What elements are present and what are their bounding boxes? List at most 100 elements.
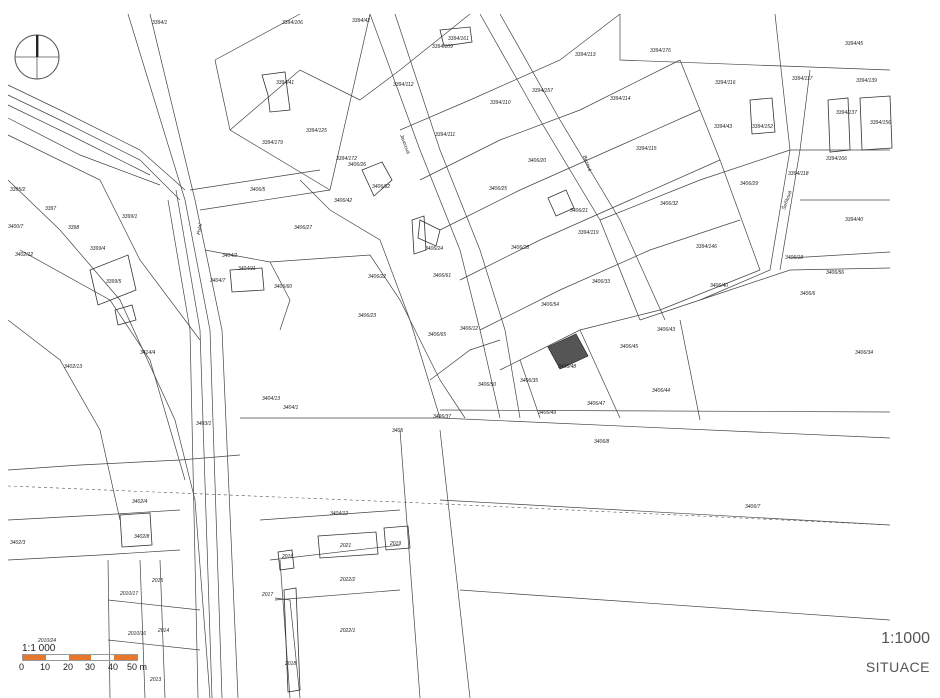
parcel-number-label: 3394/152	[752, 124, 773, 130]
parcel-number-label: 3394/146	[696, 244, 717, 250]
parcel-number-label: 3399/1	[122, 214, 138, 220]
highlighted-building[interactable]	[547, 333, 589, 370]
parcel-number-label: 3406/54	[541, 302, 559, 308]
parcel-number-label: 3397	[45, 206, 56, 212]
parcel-number-label: 3394/117	[792, 76, 813, 82]
parcel-number-label: 3406/7	[745, 504, 761, 510]
parcel-number-label: 3414/4	[140, 350, 156, 356]
parcel-number-label: 2013	[149, 677, 161, 683]
parcel-number-label: 3406/25	[489, 186, 507, 192]
parcel-number-label: 3406/22	[368, 274, 386, 280]
parcel-number-label: 3406/12	[460, 326, 478, 332]
parcel-number-label: 3399/5	[106, 279, 122, 285]
scale-bar-tick: 30	[85, 662, 96, 672]
parcel-number-label: 3406/35	[520, 378, 538, 384]
scale-bar-segment	[23, 655, 46, 660]
parcel-number-label: 3394/114	[610, 96, 631, 102]
parcel-number-label: 2018	[284, 661, 296, 667]
scale-bar-tick: 20	[63, 662, 74, 672]
parcel-number-label: 3394/41	[276, 80, 294, 86]
parcel-number-label: 2017	[261, 592, 273, 598]
parcel-number-label: 2014	[157, 628, 169, 634]
parcel-number-label: 3406/49	[538, 410, 556, 416]
parcel-number-label: 3406/6	[800, 291, 816, 297]
parcel-number-label: 3406/40	[710, 283, 728, 289]
parcel-number-label: 3402/3	[10, 540, 26, 546]
parcel-number-label: 3394/112	[393, 82, 414, 88]
parcel-number-label: 3406/29	[740, 181, 758, 187]
parcel-number-label: 3402/12	[15, 252, 33, 258]
parcel-number-label: 2022/1	[339, 628, 356, 634]
parcel-number-label: 3394/118	[788, 171, 809, 177]
parcel-number-label: 3399/4	[90, 246, 106, 252]
parcel-number-label: 3394/113	[575, 52, 596, 58]
map-title: SITUACE	[865, 659, 930, 675]
parcel-number-label: 3406/42	[334, 198, 352, 204]
dashed-boundary-line	[7, 485, 891, 526]
parcel-number-label: 3404/12	[330, 511, 348, 517]
street-name-label: Bezová	[581, 155, 592, 173]
scale-bar-tick: 40	[108, 662, 119, 672]
parcel-number-label: 3404/1	[283, 405, 299, 411]
parcel-number-label: 3394/116	[715, 80, 736, 86]
parcel-number-label: 3394/137	[836, 110, 857, 116]
parcel-number-label: 3406/56	[826, 270, 844, 276]
parcel-number-label: 3394/111	[435, 132, 455, 138]
parcel-number-label: 3403/1	[196, 421, 212, 427]
street-name-label: Polní	[196, 222, 204, 235]
parcel-number-label: 3402/8	[134, 534, 150, 540]
parcel-number-label: 3394/119	[578, 230, 599, 236]
parcel-number-label: 3394/45	[845, 41, 863, 47]
parcel-number-label: 3406/48	[558, 364, 576, 370]
parcel-number-label: 3406/60	[274, 284, 292, 290]
parcel-number-label: 3406/62	[372, 184, 390, 190]
scale-bar-tick: 10	[40, 662, 51, 672]
parcel-number-label: 3404/7	[210, 278, 226, 284]
parcel-number-label: 3398	[68, 225, 79, 231]
parcel-number-label: 3406/27	[294, 225, 312, 231]
scale-bar-tick: 0	[19, 662, 25, 672]
parcel-number-label: 3402/13	[64, 364, 82, 370]
parcel-number-label: 3406/43	[657, 327, 675, 333]
parcel-number-label: 3406/21	[570, 208, 588, 214]
buildings	[89, 26, 893, 693]
parcel-number-label: 2019	[389, 541, 401, 547]
parcel-number-label: 3394/43	[714, 124, 732, 130]
parcel-number-label: 3394/179	[262, 140, 283, 146]
parcel-number-label: 3406/34	[855, 350, 873, 356]
parcel-number-label: 3406/5	[250, 187, 266, 193]
parcel-number-label: 3395/2	[10, 187, 26, 193]
parcel-number-label: 3394/139	[856, 78, 877, 84]
parcel-number-label: 3404/2	[222, 253, 238, 259]
parcel-number-label: 3406/26	[348, 162, 366, 168]
parcel-number-label: 3406/47	[587, 401, 605, 407]
parcel-number-label: 3394/106	[282, 20, 303, 26]
parcel-number-label: 3406/8	[594, 439, 610, 445]
parcel-number-label: 2010/17	[119, 591, 138, 597]
parcel-number-label: 3406/24	[425, 246, 443, 252]
parcel-number-label: 2016	[281, 554, 293, 560]
parcel-number-label: 3406/50	[478, 382, 496, 388]
scale-bar-segment	[68, 655, 92, 660]
parcel-number-label: 3402/4	[132, 499, 148, 505]
parcel-number-label: 3394/110	[490, 100, 511, 106]
parcel-number-label: 3406/18	[785, 255, 803, 261]
parcel-number-label: 2010/16	[127, 631, 146, 637]
parcel-number-label: 3394/109	[432, 44, 453, 50]
parcel-number-label: 3394/125	[306, 128, 327, 134]
parcel-number-label: 2015	[151, 578, 163, 584]
parcel-number-label: 3406/28	[511, 245, 529, 251]
parcel-number-label: 3394/42	[352, 18, 370, 24]
scale-bar-segment	[114, 655, 137, 660]
parcel-number-label: 3404/11	[238, 266, 256, 272]
parcel-number-label: 3394/176	[650, 48, 671, 54]
parcel-number-label: 3394/161	[448, 36, 469, 42]
parcel-number-label: 2022/2	[339, 577, 356, 583]
parcel-number-label: 3394/156	[870, 120, 891, 126]
scale-bar-ratio: 1:1 000	[22, 643, 56, 654]
parcel-number-label: 3406/61	[433, 273, 451, 279]
parcel-number-label: 3406/45	[620, 344, 638, 350]
